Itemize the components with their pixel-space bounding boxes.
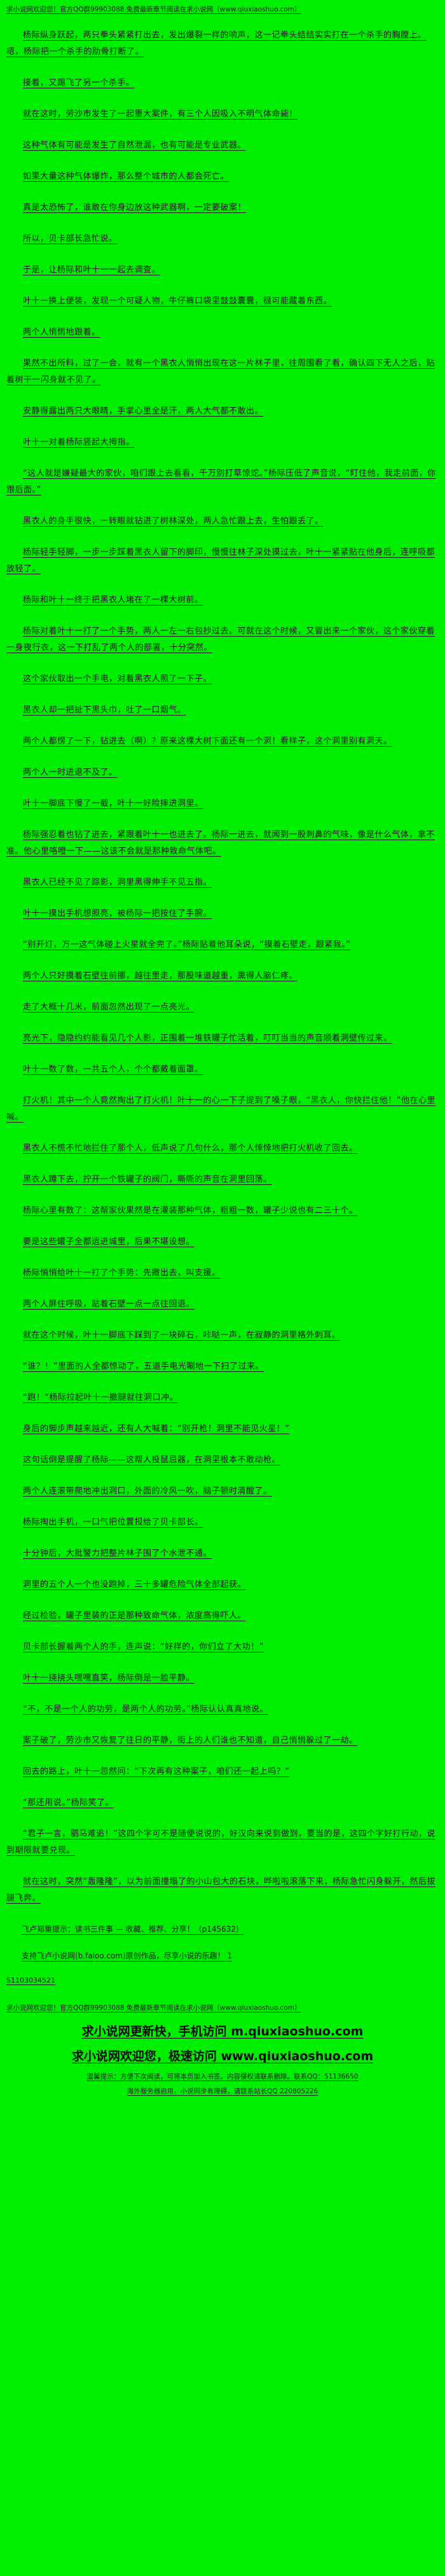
novel-paragraph: 杨际掏出手机，一口气把位置报给了贝卡部长。 [23, 1518, 203, 1527]
novel-paragraph: 洞里的五个人一个也没跑掉，三十多罐危险气体全部起获。 [23, 1580, 247, 1589]
novel-paragraph: 叶十一数了数，一共五个人，个个都戴着面罩。 [23, 1065, 203, 1074]
novel-paragraph: 真是太恐怖了，谁敢在你身边放这种武器啊，一定要破案！ [23, 203, 247, 212]
novel-paragraph: 黑衣人却一把扯下黑头巾，吐了一口烟气。 [23, 705, 186, 715]
novel-paragraph: 黑衣人已经不见了踪影，洞里黑得伸手不见五指。 [23, 878, 212, 887]
novel-paragraph: 叶十一摸出手机想照亮，被杨际一把按住了手腕。 [23, 909, 212, 918]
novel-paragraph: 安静得露出两只大眼睛，手掌心里全是汗，两人大气都不敢出。 [23, 406, 264, 416]
novel-paragraph: 这个家伙取出一个手电，对着黑衣人照了一下子。 [23, 674, 212, 684]
novel-paragraph: 就在这时，突然“轰隆隆”，以为前面撞塌了的小山包大的石块，哗啦啦滚落下来，杨际急… [6, 1877, 435, 1903]
novel-paragraph: 走了大概十几米，前面忽然出现了一点亮光。 [23, 1002, 195, 1012]
novel-paragraph: 叶十一换上便装，发现一个可疑人物，牛仔裤口袋里鼓鼓囊囊，很可能藏着东西。 [23, 296, 332, 306]
novel-paragraph: “跑！”杨际拉起叶十一撒腿就往洞口冲。 [23, 1393, 178, 1402]
desktop-site-link[interactable]: 求小说网欢迎您，极速访问 www.qiuxiaoshuo.com [71, 2049, 374, 2063]
novel-paragraph: 这种气体有可能是发生了自然泄漏，也有可能是专业武器。 [23, 141, 247, 150]
novel-paragraph: 杨际心里有数了：这帮家伙果然是在灌装那种气体，粗粗一数，罐子少说也有二三十个。 [23, 1206, 358, 1215]
novel-paragraph: 杨际和叶十一终于把黑衣人堵在了一棵大树前。 [23, 595, 203, 605]
novel-paragraph: 要是这些罐子全都运进城里，后果不堪设想。 [23, 1237, 195, 1247]
novel-paragraph: 打火机！其中一个人竟然掏出了打火机！叶十一的心一下子提到了嗓子眼，“黑衣人，你快… [6, 1096, 435, 1122]
novel-paragraph: 如果大量这种气体爆炸，那么整个城市的人都会死亡。 [23, 172, 229, 181]
novel-paragraph: “谁？！”里面的人全都惊动了，五道手电光唰地一下扫了过来。 [23, 1362, 264, 1371]
novel-paragraph: 黑衣人不慌不忙地拦住了那个人，低声说了几句什么，那个人悻悻地把打火机收了回去。 [23, 1144, 358, 1153]
novel-paragraph: 黑衣人蹲下去，拧开一个铁罐子的阀门，嘶嘶的声音在洞里回荡。 [23, 1175, 272, 1184]
novel-paragraph: 两个人连滚带爬地冲出洞口，外面的冷风一吹，脑子顿时清醒了。 [23, 1486, 272, 1496]
novel-paragraph: “那还用说。”杨际笑了。 [23, 1798, 114, 1808]
novel-paragraph: 果然不出所料，过了一会，就有一个黑衣人悄悄出现在这一片林子里，往周围看了看，确认… [6, 359, 435, 385]
novel-paragraph: “别开灯，万一这气体碰上火星就全完了。”杨际贴着他耳朵说，“摸着石壁走，跟紧我。… [23, 940, 351, 950]
site-header-notice: 求小说网欢迎您！官方QQ群99903088 免费最新章节阅读在求小说网（www.… [6, 6, 301, 13]
footer-tip-overseas: 海外服务器启用，小说同步有障碍，请联系站长QQ 220805226 [127, 2088, 318, 2095]
novel-paragraph: 两个人悄悄地跟着。 [23, 328, 100, 337]
novel-paragraph: “君子一言，驷马难追！”这四个字可不是随便说说的，好汉向来说到做到，要当的是，这… [6, 1829, 435, 1855]
novel-paragraph: “不，不是一个人的功劳，是两个人的功劳。”杨际认认真真地说。 [23, 1705, 268, 1714]
novel-paragraph: 所以，贝卡部长急忙说。 [23, 234, 118, 244]
faloo-code: S1103034521 [6, 1976, 55, 1984]
faloo-reminder: 飞卢郑重提示：读书三件事 — 收藏、推荐、分享！（p145632） [22, 1925, 244, 1934]
novel-paragraph: 经过检验，罐子里装的正是那种致命气体，浓度高得吓人。 [23, 1611, 247, 1621]
novel-paragraph: 两个人一时进退不及了。 [23, 768, 118, 777]
novel-paragraph: 杨际轻手轻脚，一步一步踩着黑衣人留下的脚印，慢慢往林子深处摸过去，叶十一紧紧贴在… [6, 548, 435, 574]
page-footer: 求小说网欢迎您！官方QQ群99903088 免费最新章节阅读在求小说网（www.… [6, 2003, 439, 2097]
novel-paragraph: “这人就是嫌疑最大的家伙，咱们跟上去看看，千万别打草惊蛇。”杨际压低了声音说，“… [6, 469, 436, 495]
novel-paragraph: 就在这时，劳沙市发生了一起重大案件，有三个人因吸入不明气体命毙！ [23, 109, 298, 119]
novel-paragraph: 杨际悄悄给叶十一打了个手势：先撤出去，叫支援。 [23, 1268, 221, 1278]
novel-paragraph: 贝卡部长握着两个人的手，连声说：“好样的，你们立了大功！” [23, 1642, 264, 1652]
novel-paragraph: 回去的路上，叶十一忽然问：“下次再有这种案子，咱们还一起上吗？” [23, 1767, 290, 1776]
novel-paragraph: 两个人都愣了一下，钻进去（啊）？原来这棵大树下面还有一个洞！看样子，这个洞里别有… [23, 737, 392, 746]
novel-paragraph: 杨际纵身跃起，两只拳头紧紧打出去，发出爆裂一样的响声，这一记拳头结结实实打在一个… [6, 31, 427, 57]
novel-paragraph: 两个人屏住呼吸，贴着石壁一点一点往回退。 [23, 1299, 195, 1309]
novel-paragraph: 接着，又踢飞了另一个杀手。 [23, 78, 135, 88]
novel-paragraph: 十分钟后，大批警力把整片林子围了个水泄不通。 [23, 1549, 212, 1558]
novel-paragraph: 就在这个时候，叶十一脚底下踩到了一块碎石，咔哒一声，在寂静的洞里格外刺耳。 [23, 1331, 341, 1340]
novel-paragraph: 案子破了，劳沙市又恢复了往日的平静，街上的人们谁也不知道，自己悄悄躲过了一劫。 [23, 1736, 358, 1745]
novel-paragraph: 两个人只好摸着石壁往前挪，越往里走，那股味道越重，熏得人脑仁疼。 [23, 971, 298, 981]
novel-paragraph: 于是，让杨际和叶十一一起去调查。 [23, 265, 161, 275]
site-footer-notice: 求小说网欢迎您！官方QQ群99903088 免费最新章节阅读在求小说网（www.… [6, 2004, 301, 2012]
novel-paragraph: 叶十一对着杨际竖起大拇指。 [23, 438, 135, 447]
novel-paragraph: 杨际对着叶十一打了一个手势，两人一左一右包抄过去。可就在这个时候，又冒出来一个家… [6, 627, 435, 653]
novel-paragraph: 叶十一挠挠头嘿嘿直笑，杨际倒是一脸平静。 [23, 1673, 195, 1683]
novel-paragraph: 这句话倒是提醒了杨际——这帮人投鼠忌器，在洞里根本不敢动枪。 [23, 1455, 281, 1465]
novel-paragraph: 叶十一脚底下慢了一截，叶十一好险摔进洞里。 [23, 799, 203, 808]
novel-paragraph: 黑衣人的身手很快，一转眼就钻进了树林深处，两人急忙跟上去，生怕跟丢了。 [23, 516, 324, 526]
novel-paragraph: 杨际强忍着也钻了进去，紧跟着叶十一也进去了。杨际一进去，就闻到一股刺鼻的气味，像… [6, 830, 435, 856]
footer-tip-contact: 温馨提示：方便下次阅读，可将本页加入书签。内容侵权请联系删除。联系QQ：5113… [86, 2073, 359, 2081]
novel-paragraph: 亮光下，隐隐约约能看见几个人影，正围着一堆铁罐子忙活着，叮叮当当的声音顺着洞壁传… [23, 1034, 392, 1043]
novel-paragraph: 身后的脚步声越来越近，还有人大喊着：“别开枪！洞里不能见火星！” [23, 1424, 290, 1434]
mobile-site-link[interactable]: 求小说网更新快，手机访问 m.qiuxiaoshuo.com [81, 2025, 364, 2039]
article-body: 杨际纵身跃起，两只拳头紧紧打出去，发出爆裂一样的响声，这一记拳头结结实实打在一个… [6, 27, 439, 1907]
faloo-support: 支持飞卢小说网(b.faloo.com)原创作品，尽享小说的乐趣！ 1 [22, 1951, 233, 1960]
